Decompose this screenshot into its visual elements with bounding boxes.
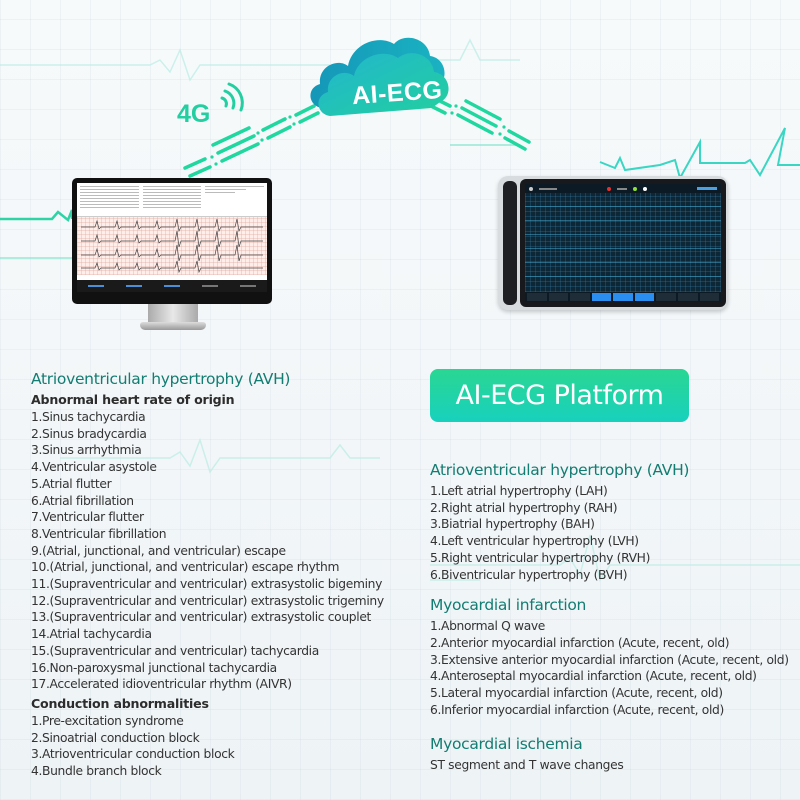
monitor-toolbar-button[interactable]	[202, 285, 218, 287]
list-item: 3.Atrioventricular conduction block	[31, 747, 235, 762]
list-item: 4.Anteroseptal myocardial infarction (Ac…	[430, 669, 757, 684]
right-diagnosis-list: Atrioventricular hypertrophy (AVH) 1.Lef…	[430, 461, 789, 774]
wifi-signal-icon	[220, 82, 244, 112]
ecg-lead-row	[525, 235, 721, 249]
list-item: 8.Ventricular fibrillation	[31, 526, 167, 541]
list-item: 6.Atrial fibrillation	[31, 493, 134, 508]
section-title: Atrioventricular hypertrophy (AVH)	[31, 370, 291, 388]
tablet-toolbar-button[interactable]	[656, 293, 676, 301]
tablet-status-bar	[525, 184, 721, 193]
list-item: 7.Ventricular flutter	[31, 510, 144, 525]
ecg-lead-row	[525, 249, 721, 263]
tablet-screen-12-lead	[525, 184, 721, 302]
tablet-toolbar-button[interactable]	[634, 293, 655, 301]
list-item: 2.Anterior myocardial infarction (Acute,…	[430, 635, 730, 650]
list-item: 4.Bundle branch block	[31, 764, 162, 779]
diagnosis-list: 1.Left atrial hypertrophy (LAH) 2.Right a…	[430, 483, 789, 583]
cloud-label: AI-ECG	[351, 75, 444, 111]
tablet-toolbar-button[interactable]	[570, 293, 590, 301]
heart-rate-icon	[607, 186, 611, 191]
tablet-toolbar-button[interactable]	[527, 293, 547, 301]
section-title: Atrioventricular hypertrophy (AVH)	[430, 461, 690, 479]
list-item: 5.Right ventricular hypertrophy (RVH)	[430, 550, 651, 565]
list-item: 5.Lateral myocardial infarction (Acute, …	[430, 686, 723, 701]
monitor-screen-ecg-report	[77, 183, 267, 292]
list-item: ST segment and T wave changes	[430, 758, 624, 773]
list-item: 1.Sinus tachycardia	[31, 410, 146, 424]
section-title: Myocardial infarction	[430, 596, 587, 615]
list-item: 3.Sinus arrhythmia	[31, 443, 142, 458]
tablet-toolbar-button[interactable]	[591, 293, 612, 301]
left-diagnosis-list: Atrioventricular hypertrophy (AVH) Abnor…	[31, 370, 384, 780]
section-hypertrophy: Atrioventricular hypertrophy (AVH) 1.Lef…	[430, 461, 789, 583]
subsection-heading: Conduction abnormalities	[31, 695, 209, 711]
status-indicator-icon	[633, 186, 637, 191]
logo-icon	[529, 186, 533, 191]
list-item: 11.(Supraventricular and ventricular) ex…	[31, 577, 383, 592]
tablet-toolbar	[525, 292, 721, 302]
diagnosis-list: 1.Pre-excitation syndrome 2.Sinoatrial co…	[31, 713, 384, 780]
list-item: 1.Left atrial hypertrophy (LAH)	[430, 484, 608, 498]
monitor-stand-base	[140, 322, 206, 330]
list-item: 16.Non-paroxysmal junctional tachycardia	[31, 660, 277, 675]
tablet-toolbar-button[interactable]	[613, 293, 633, 301]
list-item: 14.Atrial tachycardia	[31, 627, 152, 642]
list-item: 4.Left ventricular hypertrophy (LVH)	[430, 534, 639, 549]
list-item: 9.(Atrial, junctional, and ventricular) …	[31, 543, 286, 558]
list-item: 3.Biatrial hypertrophy (BAH)	[430, 517, 595, 532]
monitor-toolbar-button[interactable]	[88, 285, 104, 287]
monitor-toolbar-button[interactable]	[126, 285, 142, 287]
ecg-lead-row	[525, 221, 721, 235]
network-4g-label: 4G	[177, 100, 211, 128]
tablet-toolbar-button[interactable]	[677, 293, 698, 301]
monitor-stand	[148, 304, 198, 324]
list-item: 2.Right atrial hypertrophy (RAH)	[430, 500, 618, 515]
diagnosis-list: ST segment and T wave changes	[430, 757, 789, 774]
ecg-lead-row	[525, 193, 721, 207]
tablet-toolbar-button[interactable]	[699, 293, 720, 301]
ecg-waveform-grid	[77, 217, 267, 275]
platform-badge: AI-ECG Platform	[430, 369, 689, 422]
monitor-toolbar-button[interactable]	[240, 285, 256, 287]
subsection-heading: Abnormal heart rate of origin	[31, 392, 235, 407]
monitor-toolbar	[77, 280, 267, 292]
status-indicator-icon	[643, 186, 647, 191]
list-item: 2.Sinoatrial conduction block	[31, 730, 200, 745]
list-item: 13.(Supraventricular and ventricular) ex…	[31, 610, 372, 625]
list-item: 2.Sinus bradycardia	[31, 426, 147, 441]
list-item: 3.Extensive anterior myocardial infarcti…	[430, 652, 789, 667]
section-myocardial-ischemia: Myocardial ischemia ST segment and T wav…	[430, 735, 789, 774]
tablet-side-panel	[503, 181, 517, 305]
tablet-body	[520, 179, 726, 307]
section-title: Myocardial ischemia	[430, 735, 583, 754]
list-item: 6.Biventricular hypertrophy (BVH)	[430, 567, 628, 582]
list-item: 1.Abnormal Q wave	[430, 619, 546, 634]
list-item: 15.(Supraventricular and ventricular) ta…	[31, 643, 319, 658]
diagnosis-list: 1.Sinus tachycardia 2.Sinus bradycardia 3.…	[31, 409, 384, 693]
ecg-lead-row	[525, 263, 721, 277]
tablet-toolbar-button[interactable]	[548, 293, 569, 301]
ecg-lead-row	[525, 207, 721, 221]
report-info-panel	[77, 183, 267, 217]
list-item: 1.Pre-excitation syndrome	[31, 713, 184, 728]
list-item: 12.(Supraventricular and ventricular) ex…	[31, 593, 384, 608]
list-item: 4.Ventricular asystole	[31, 460, 157, 475]
desktop-monitor	[72, 178, 272, 304]
list-item: 10.(Atrial, junctional, and ventricular)…	[31, 560, 340, 575]
list-item: 17.Accelerated idioventricular rhythm (A…	[31, 677, 292, 692]
list-item: 6.Inferior myocardial infarction (Acute,…	[430, 702, 724, 717]
monitor-bezel	[77, 292, 267, 304]
monitor-toolbar-button[interactable]	[164, 285, 180, 287]
list-item: 5.Atrial flutter	[31, 476, 112, 491]
